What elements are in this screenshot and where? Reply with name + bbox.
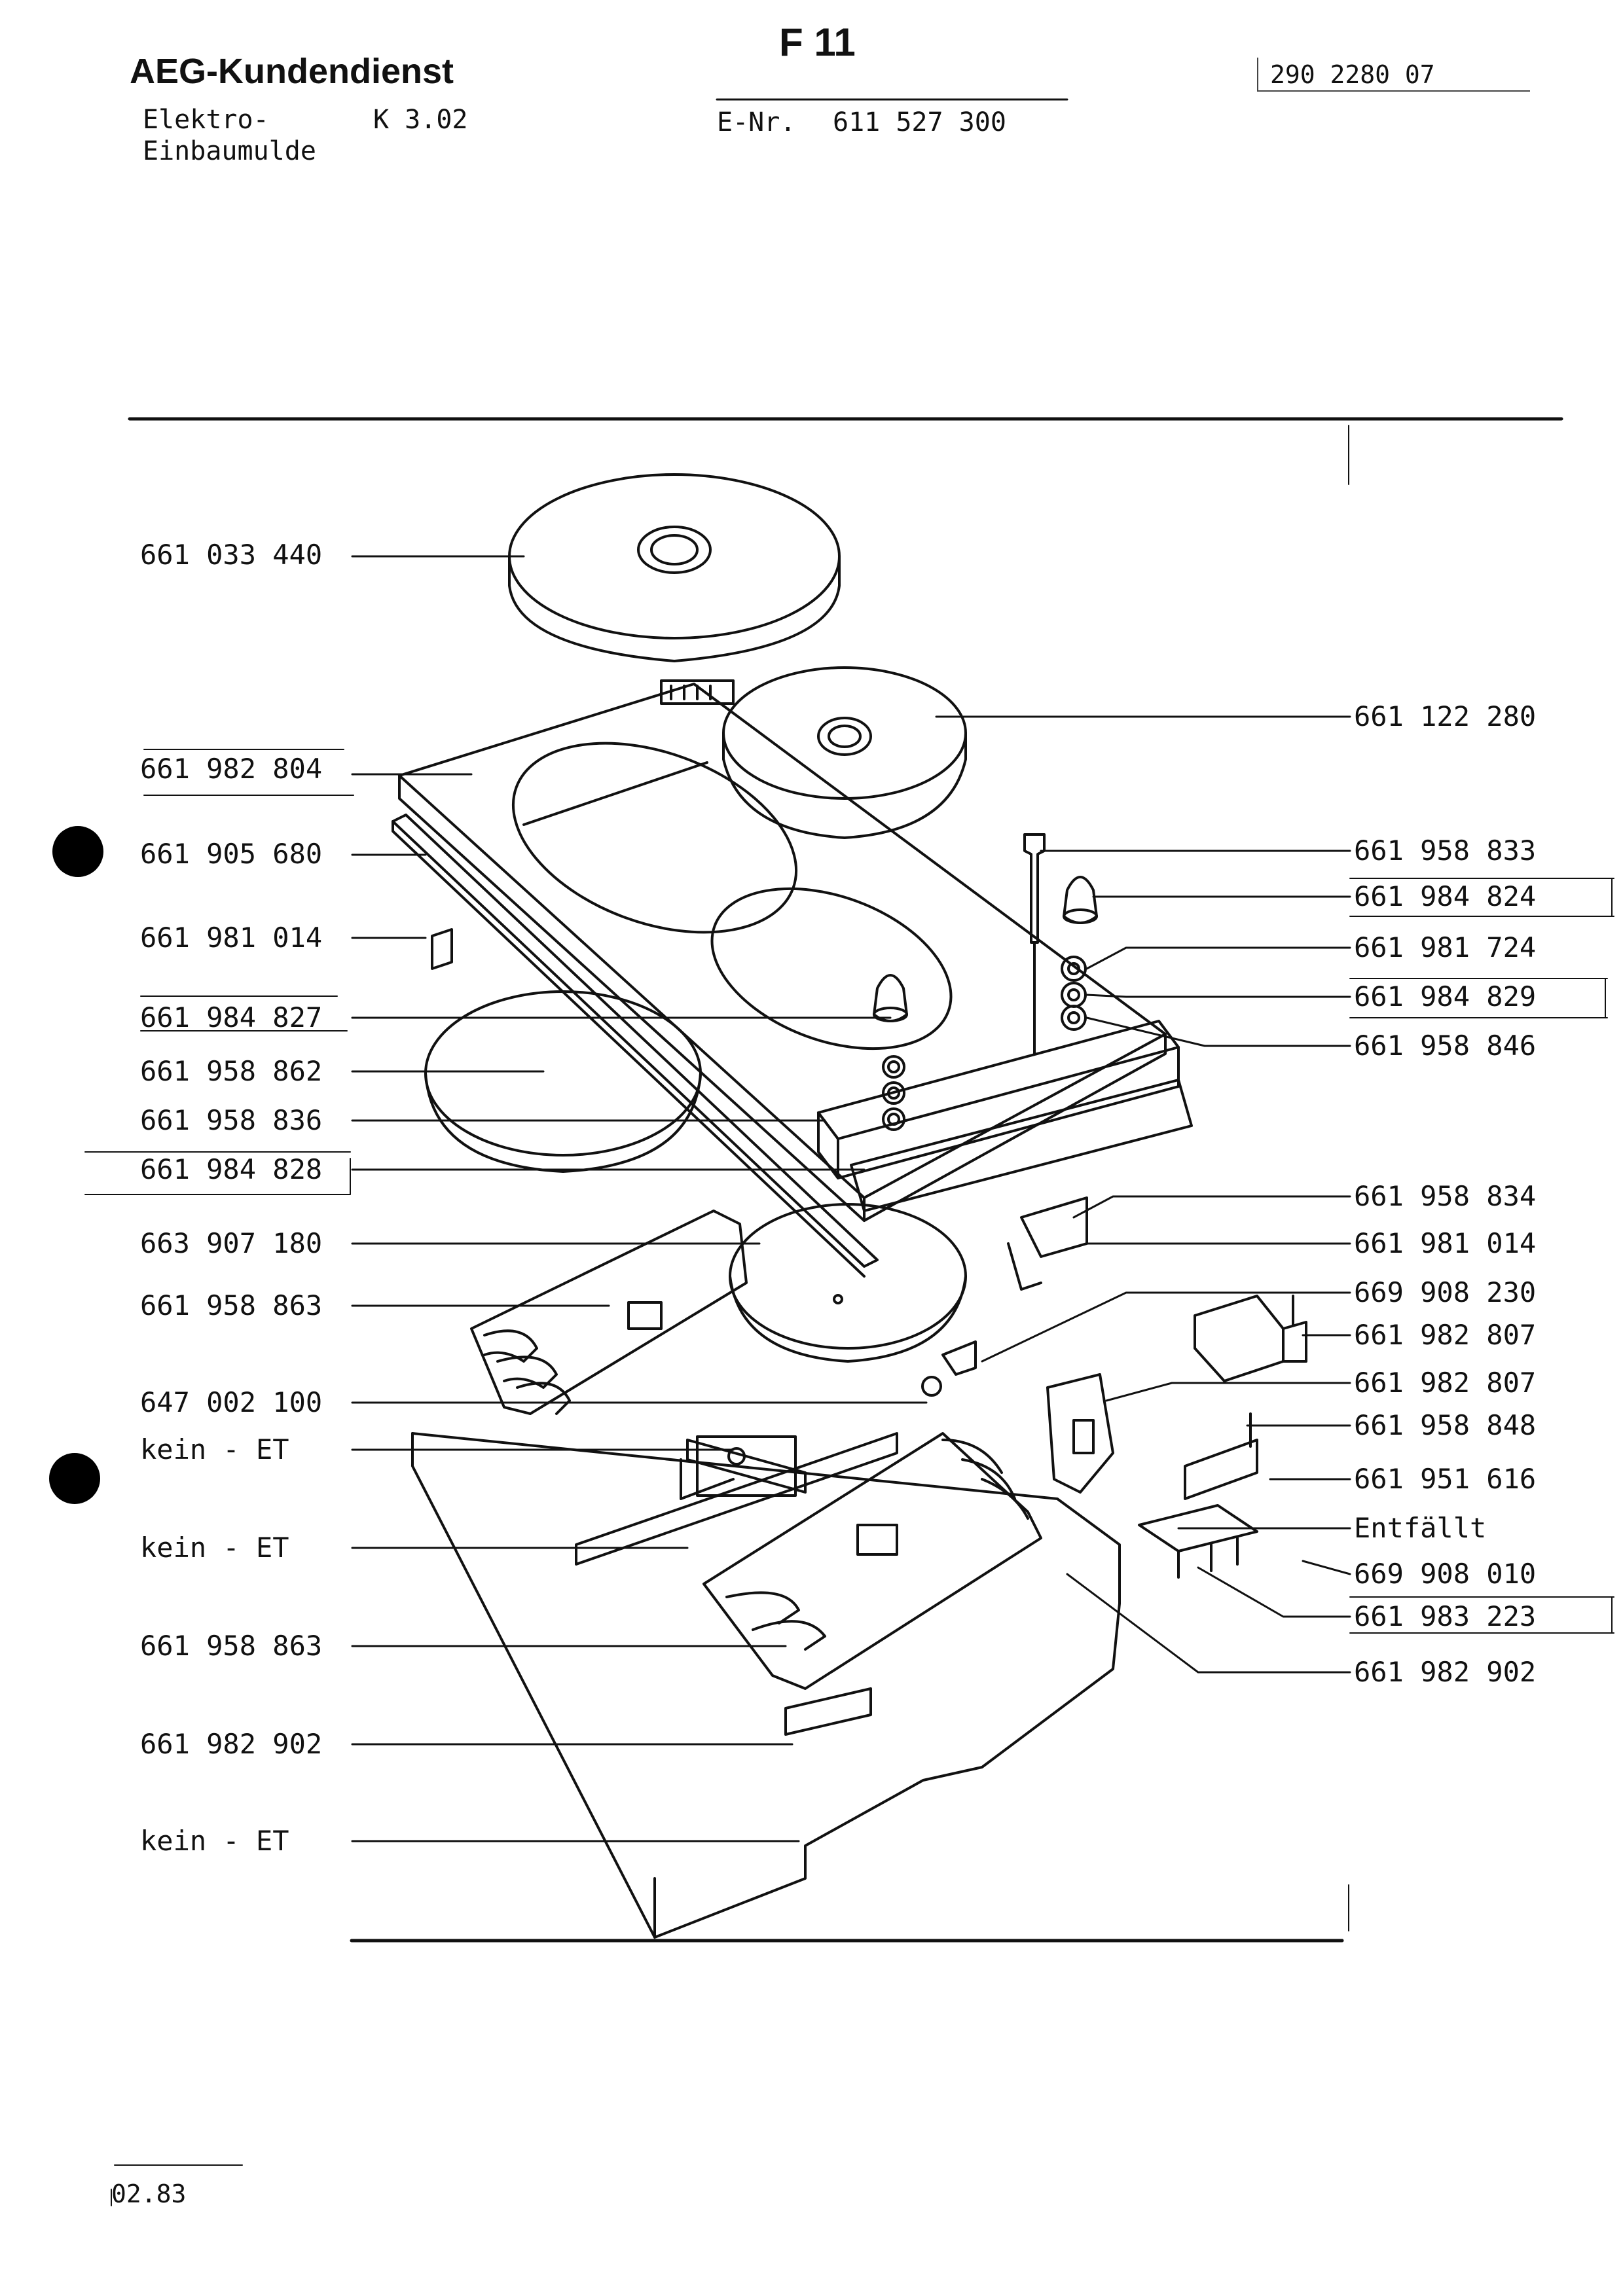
part-label-left: 661 981 014 [140, 922, 323, 954]
part-label-left: 661 033 440 [140, 539, 323, 571]
part-label-left: 661 905 680 [140, 838, 323, 870]
brand-title: AEG-Kundendienst [130, 52, 454, 91]
leader-lines-left [351, 555, 928, 1842]
part-label-left: 663 907 180 [140, 1227, 323, 1259]
small-hotplate [722, 666, 967, 839]
part-label-right: 661 951 616 [1354, 1463, 1537, 1495]
part-label-left: kein - ET [140, 1825, 289, 1857]
part-label-left: kein - ET [140, 1433, 289, 1465]
leader-lines-right [935, 715, 1351, 1674]
energy-regulator [1194, 1295, 1307, 1382]
part-label-right: 661 981 014 [1354, 1227, 1537, 1259]
switch-bracket [817, 1020, 1193, 1212]
part-label-right: 661 958 848 [1354, 1409, 1537, 1441]
product-line-2: Einbaumulde [143, 136, 316, 166]
part-label-left: 661 958 863 [140, 1289, 323, 1321]
part-label-right: 661 984 824 [1354, 880, 1537, 912]
part-label-left: 661 982 902 [140, 1728, 323, 1760]
label-frames [84, 749, 1614, 1634]
part-label-left: 661 984 827 [140, 1001, 323, 1033]
part-label-right: 661 984 829 [1354, 980, 1537, 1013]
part-label-right: 661 982 807 [1354, 1319, 1537, 1351]
part-label-right: 661 981 724 [1354, 931, 1537, 963]
part-label-right: 661 983 223 [1354, 1600, 1537, 1632]
part-label-left: 661 984 828 [140, 1153, 323, 1185]
product-code: K 3.02 [373, 105, 468, 135]
footer-date: 02.83 [111, 2179, 187, 2208]
large-hotplate [508, 473, 841, 705]
marker-dot [49, 1453, 100, 1504]
cross-strip [575, 1432, 898, 1566]
part-label-left: 661 958 862 [140, 1055, 323, 1087]
thermal-switch [1046, 1373, 1114, 1494]
enr-value: 611 527 300 [833, 107, 1006, 137]
sealing-frame [392, 814, 879, 1278]
base-tray [411, 1432, 1121, 1939]
mounting-bracket-upper [470, 1210, 748, 1415]
mounting-bracket-lower [702, 1432, 1042, 1690]
lower-bowl [729, 1203, 967, 1363]
document-number-box [1257, 58, 1530, 92]
part-label-right: 661 958 846 [1354, 1030, 1537, 1062]
document-number: 290 2280 07 [1270, 60, 1435, 89]
part-label-left: 661 982 804 [140, 753, 323, 785]
part-label-left: 647 002 100 [140, 1386, 323, 1418]
part-label-right: 669 908 010 [1354, 1558, 1537, 1590]
part-label-right: Entfällt [1354, 1512, 1487, 1544]
terminal-block [1138, 1412, 1258, 1579]
part-label-right: 661 958 834 [1354, 1180, 1537, 1212]
product-line-1: Elektro- [143, 105, 269, 135]
part-label-right: 661 982 902 [1354, 1656, 1537, 1688]
marker-dot [52, 826, 103, 877]
part-label-left: 661 958 836 [140, 1104, 323, 1136]
drip-bowl [424, 990, 702, 1173]
part-label-right: 669 908 230 [1354, 1276, 1537, 1308]
enr-label: E-Nr. [717, 107, 796, 137]
part-label-right: 661 982 807 [1354, 1367, 1537, 1399]
part-label-left: kein - ET [140, 1532, 289, 1564]
part-label-right: 661 122 280 [1354, 700, 1537, 732]
part-label-left: 661 958 863 [140, 1630, 323, 1662]
sheet-number: F 11 [779, 20, 856, 64]
part-label-right: 661 958 833 [1354, 834, 1537, 867]
control-knobs [873, 833, 1098, 1131]
hob-top-plate [398, 683, 1167, 1222]
